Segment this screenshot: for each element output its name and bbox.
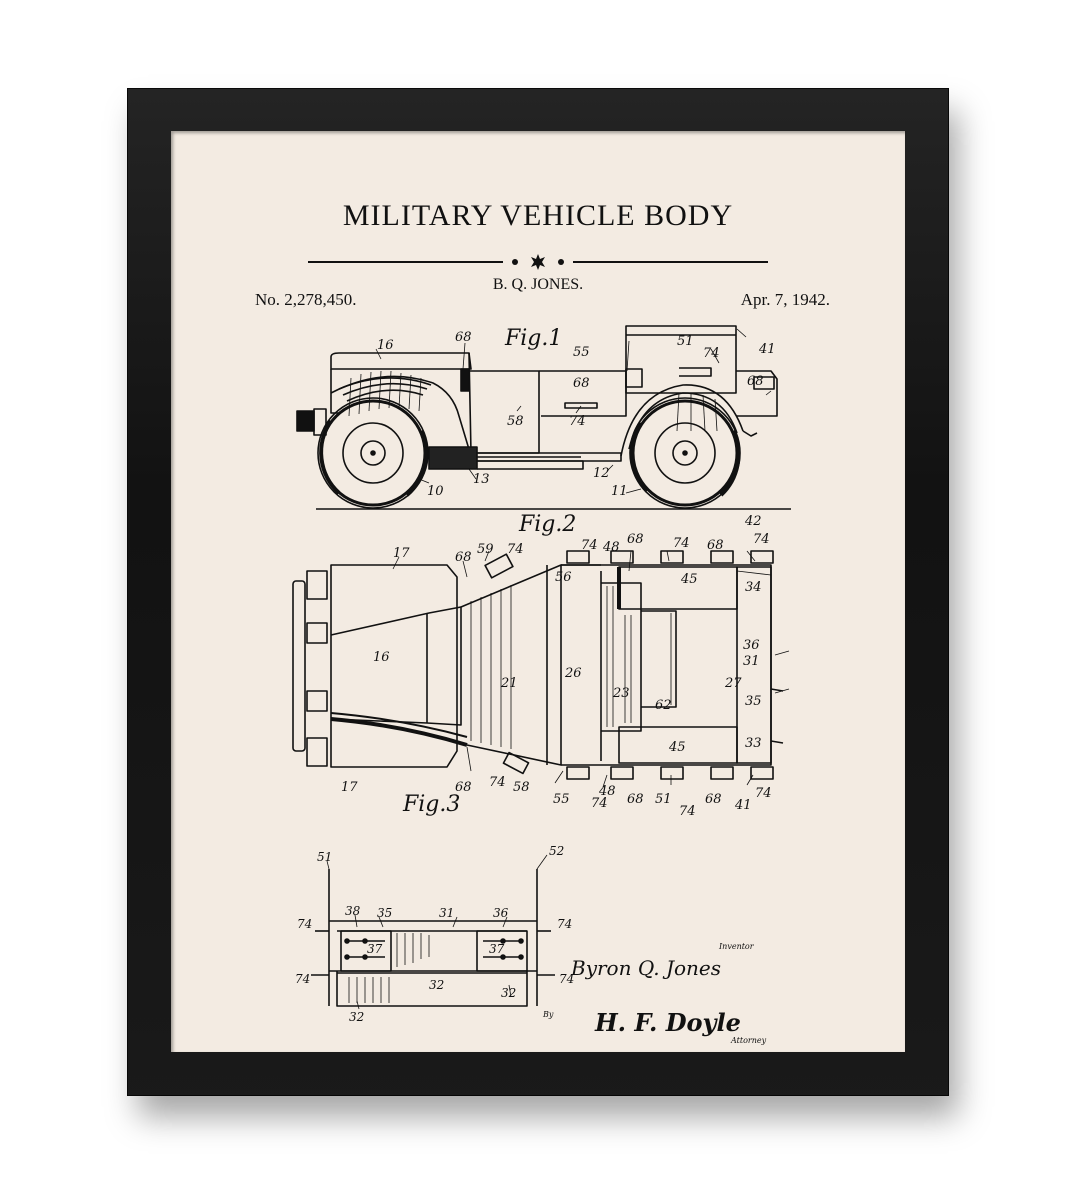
ref-num: 68: [455, 330, 472, 345]
ref-num: 37: [367, 942, 383, 956]
poster-title: MILITARY VEHICLE BODY: [342, 199, 734, 232]
ref-num: 51: [677, 334, 694, 349]
inventor-label: Inventor: [718, 942, 755, 951]
ref-num: 37: [489, 942, 505, 956]
fig2-label: Fig.2: [518, 512, 576, 537]
ref-num: 74: [507, 542, 524, 557]
ref-num: 74: [489, 775, 506, 790]
ref-num: 74: [679, 804, 696, 819]
ref-num: 74: [297, 917, 312, 931]
ref-num: 68: [747, 374, 764, 389]
poster-print: MILITARY VEHICLE BODY B. Q. JONES. No. 2…: [171, 131, 905, 1052]
ref-num: 58: [507, 414, 524, 429]
patent-number: No. 2,278,450.: [255, 290, 357, 309]
ref-num: 32: [501, 986, 516, 1000]
ref-num: 58: [513, 780, 530, 795]
ref-num: 17: [341, 780, 358, 795]
ref-num: 68: [627, 792, 644, 807]
ref-num: 32: [429, 978, 444, 992]
ref-num: 33: [745, 736, 762, 751]
ref-num: 16: [377, 338, 394, 353]
ref-num: 74: [591, 796, 608, 811]
ref-num: 45: [680, 572, 698, 587]
by-label: By: [542, 1010, 554, 1019]
attorney-label: Attorney: [730, 1036, 767, 1045]
ref-num: 10: [427, 484, 444, 499]
ref-num: 35: [745, 694, 762, 709]
inventor-name: B. Q. JONES.: [492, 276, 584, 293]
ref-num: 36: [743, 638, 760, 653]
ref-num: 59: [477, 542, 494, 557]
ref-num: 34: [745, 580, 762, 595]
ref-num: 74: [753, 532, 770, 547]
ornamental-divider: [308, 254, 768, 270]
ref-num: 68: [627, 532, 644, 547]
ref-num: 74: [559, 972, 574, 986]
ref-num: 38: [345, 904, 361, 918]
ref-num: 45: [668, 740, 686, 755]
ref-num: 68: [707, 538, 724, 553]
ref-num: 74: [295, 972, 310, 986]
ref-num: 56: [555, 570, 572, 585]
ref-num: 68: [573, 376, 590, 391]
ref-num: 55: [573, 345, 590, 360]
ref-num: 36: [493, 906, 509, 920]
ref-num: 55: [553, 792, 570, 807]
ref-num: 35: [377, 906, 392, 920]
ref-num: 74: [557, 917, 572, 931]
inventor-signature: Byron Q. Jones: [570, 956, 721, 980]
ref-num: 41: [758, 342, 776, 357]
ref-num: 74: [569, 414, 586, 429]
ref-num: 51: [317, 850, 332, 864]
ref-num: 11: [611, 484, 628, 499]
ref-num: 68: [455, 550, 472, 565]
ref-num: 68: [705, 792, 722, 807]
fig3-section-view: [311, 854, 555, 1010]
ref-num: 13: [473, 472, 490, 487]
fig2-top-view: [292, 550, 790, 788]
ref-num: 51: [655, 792, 672, 807]
picture-frame: MILITARY VEHICLE BODY B. Q. JONES. No. 2…: [128, 89, 948, 1095]
ref-num: 48: [598, 784, 616, 799]
ref-num: 12: [593, 466, 610, 481]
ref-num: 52: [549, 844, 564, 858]
fig1-label: Fig.1: [504, 326, 562, 351]
ref-num: 68: [455, 780, 472, 795]
ref-num: 32: [349, 1010, 364, 1024]
ref-num: 74: [581, 538, 598, 553]
ref-num: 17: [393, 546, 410, 561]
ref-num: 41: [734, 798, 752, 813]
ref-num: 74: [703, 346, 720, 361]
ref-num: 62: [655, 698, 672, 713]
ref-num: 23: [612, 686, 630, 701]
patent-date: Apr. 7, 1942.: [740, 290, 830, 309]
ref-num: 74: [673, 536, 690, 551]
ref-num: 31: [439, 906, 454, 920]
patent-drawings: Fig.1 Fig.2 Fig.3 16 68 55 51 74 41 68 6…: [292, 325, 791, 1045]
ref-num: 31: [743, 654, 760, 669]
ref-num: 27: [724, 676, 742, 691]
ref-num: 21: [500, 676, 518, 691]
ref-num: 16: [373, 650, 390, 665]
fig3-label: Fig.3: [402, 792, 460, 817]
ref-num: 74: [755, 786, 772, 801]
ref-num: 26: [564, 666, 582, 681]
ref-num: 42: [744, 514, 762, 529]
ref-num: 48: [602, 540, 620, 555]
attorney-signature: H. F. Doyle: [594, 1008, 741, 1037]
fig1-side-view: [296, 325, 791, 510]
